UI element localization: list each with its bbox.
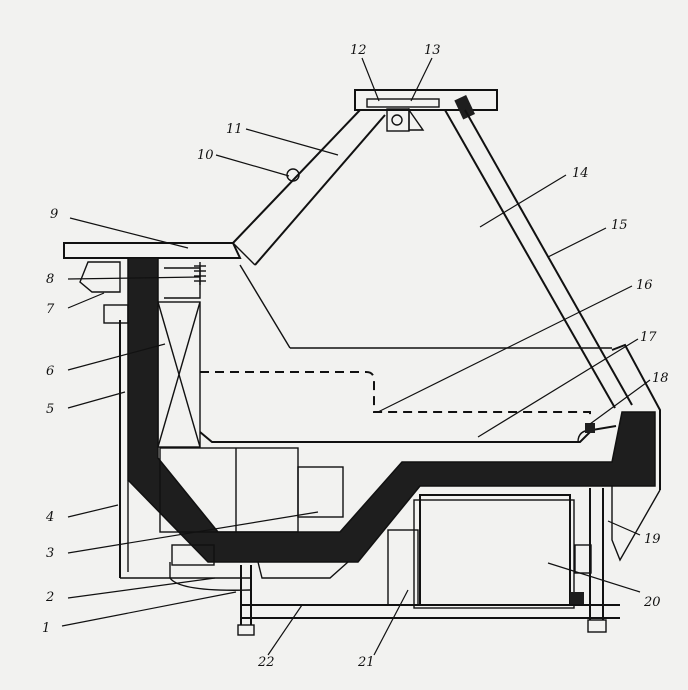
front-glass-lower-edge bbox=[254, 114, 386, 266]
label-13: 13 bbox=[424, 43, 441, 58]
leader-16 bbox=[377, 285, 633, 413]
label-8: 8 bbox=[46, 272, 54, 287]
label-6: 6 bbox=[46, 364, 54, 379]
fan-housing-group bbox=[159, 447, 344, 566]
fan-motor bbox=[297, 466, 344, 518]
canopy-group bbox=[354, 89, 498, 132]
display-compartment bbox=[199, 264, 617, 443]
label-5: 5 bbox=[46, 402, 54, 417]
label-2: 2 bbox=[45, 590, 54, 605]
light-fixture-rail bbox=[366, 98, 440, 108]
top-shelf bbox=[63, 242, 242, 259]
rear-pipe-box bbox=[574, 544, 592, 574]
leader-9 bbox=[69, 217, 189, 249]
label-3: 3 bbox=[46, 546, 54, 561]
drain-fitting bbox=[585, 423, 595, 433]
leader-4 bbox=[67, 504, 119, 518]
label-12: 12 bbox=[350, 43, 367, 58]
leader-18 bbox=[589, 379, 651, 425]
leader-3 bbox=[67, 511, 319, 554]
front-glass-end-cap bbox=[232, 242, 256, 266]
evaporator-group bbox=[157, 301, 201, 448]
leader-2 bbox=[67, 577, 216, 599]
display-floor bbox=[199, 425, 617, 443]
base-frame-group bbox=[237, 486, 661, 636]
label-18: 18 bbox=[652, 371, 669, 386]
label-9: 9 bbox=[50, 207, 58, 222]
front-upper-trim bbox=[103, 304, 129, 324]
leader-11 bbox=[245, 128, 339, 156]
label-15: 15 bbox=[611, 218, 628, 233]
compressor-box-inner bbox=[413, 499, 575, 609]
rear-foot bbox=[587, 619, 607, 633]
label-11: 11 bbox=[226, 122, 243, 137]
compressor-unit bbox=[419, 494, 571, 606]
lamp-reflector bbox=[408, 107, 425, 131]
drip-pan-tray bbox=[169, 562, 251, 591]
condensing-unit-group bbox=[387, 494, 592, 609]
lamp-bracket bbox=[386, 108, 410, 132]
tray-shelf bbox=[200, 371, 591, 420]
leader-19 bbox=[607, 520, 641, 536]
label-20: 20 bbox=[643, 595, 661, 610]
leader-22 bbox=[267, 604, 303, 656]
label-4: 4 bbox=[45, 510, 54, 525]
rear-glass-group bbox=[444, 109, 661, 490]
leader-21 bbox=[373, 589, 409, 656]
front-glass-group bbox=[232, 109, 386, 266]
label-14: 14 bbox=[572, 166, 589, 181]
rear-glass-inner bbox=[444, 109, 616, 409]
insulated-air-duct bbox=[127, 257, 656, 563]
lower-fan-block bbox=[171, 544, 215, 566]
label-7: 7 bbox=[46, 302, 55, 317]
leader-13 bbox=[410, 57, 433, 102]
part-labels: 1 2 3 4 5 6 7 8 9 10 11 12 13 14 15 16 1… bbox=[42, 43, 669, 670]
leader-6 bbox=[67, 343, 166, 371]
coil-cross-2 bbox=[157, 301, 201, 448]
leader-14 bbox=[479, 174, 567, 228]
leader-20 bbox=[547, 562, 641, 593]
rear-side-panel bbox=[611, 343, 661, 490]
leader-5 bbox=[67, 391, 126, 409]
label-10: 10 bbox=[197, 148, 214, 163]
label-19: 19 bbox=[644, 532, 661, 547]
label-21: 21 bbox=[357, 655, 375, 670]
rear-outer-panel bbox=[611, 486, 661, 562]
label-1: 1 bbox=[42, 621, 50, 636]
top-canopy-panel bbox=[354, 89, 498, 111]
front-glass-upper-edge bbox=[232, 109, 361, 244]
front-foot bbox=[237, 624, 255, 636]
leader-17 bbox=[477, 338, 639, 438]
drip-pan bbox=[257, 561, 349, 579]
label-16: 16 bbox=[636, 278, 653, 293]
control-block bbox=[570, 592, 584, 606]
canopy-clip bbox=[454, 94, 475, 120]
side-panels bbox=[103, 304, 250, 579]
drip-pan-group bbox=[169, 561, 349, 591]
leader-1 bbox=[61, 591, 237, 627]
leader-12 bbox=[361, 57, 380, 102]
lamp-tube bbox=[391, 114, 403, 126]
leader-10 bbox=[215, 154, 290, 177]
leader-8 bbox=[67, 276, 201, 280]
leader-lines bbox=[61, 57, 651, 656]
leader-15 bbox=[547, 227, 607, 258]
label-22: 22 bbox=[257, 655, 275, 670]
label-17: 17 bbox=[640, 330, 657, 345]
front-lamp-cover bbox=[79, 261, 121, 293]
leader-7 bbox=[67, 292, 105, 309]
front-hood-hatch bbox=[164, 267, 201, 299]
display-back-line bbox=[239, 264, 291, 349]
rear-glass-outer bbox=[464, 109, 633, 406]
